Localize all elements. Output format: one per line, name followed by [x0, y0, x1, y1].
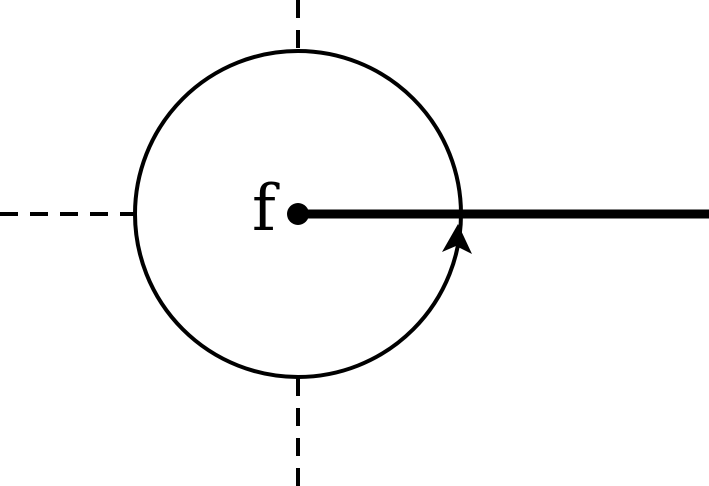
direction-arrow-icon [442, 224, 472, 254]
center-point [287, 203, 309, 225]
center-label: f [252, 172, 280, 246]
